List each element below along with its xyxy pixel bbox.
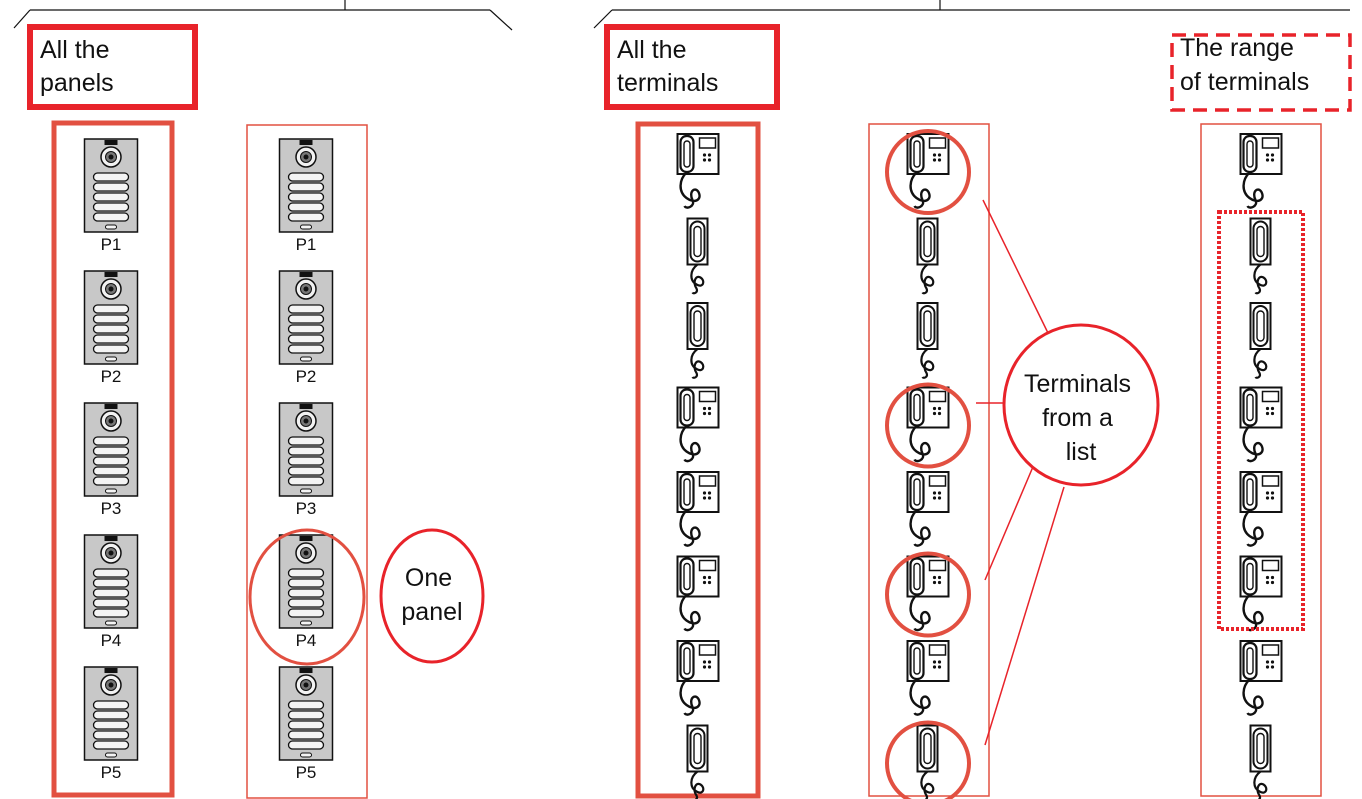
column-list-terminals-frame — [868, 123, 990, 797]
door-panel-icon — [83, 270, 139, 365]
video-monitor-icon — [906, 132, 950, 209]
video-monitor-icon — [676, 386, 720, 463]
panel-label: P5 — [296, 763, 317, 782]
door-panel-icon — [83, 534, 139, 629]
handset-icon — [916, 217, 939, 295]
panel-label: P3 — [296, 499, 317, 518]
list-callout-line2: from a — [1042, 404, 1113, 432]
column-all-panels-frame — [51, 120, 175, 798]
header-all-terminals-line2: terminals — [617, 69, 718, 97]
list-selection-circle — [885, 551, 971, 638]
video-monitor-icon — [906, 386, 950, 463]
one-panel-highlight — [248, 528, 366, 666]
column-all-terminals-frame — [635, 121, 761, 799]
handset-icon — [916, 724, 939, 799]
header-range-line1: The range — [1180, 34, 1294, 62]
video-monitor-icon — [1239, 132, 1283, 209]
video-monitor-icon — [676, 470, 720, 547]
handset-icon — [1249, 217, 1272, 295]
panel-label: P2 — [101, 367, 122, 386]
column-one-panel-frame — [246, 124, 368, 799]
svg-text:All the panels: All the panels — [40, 36, 116, 97]
terminals-range-column — [1239, 132, 1283, 799]
handset-icon — [1249, 301, 1272, 379]
list-callout-line1: Terminals — [1024, 370, 1131, 398]
video-monitor-icon — [676, 132, 720, 209]
video-monitor-icon — [676, 639, 720, 716]
header-all-panels: All the panels — [27, 24, 198, 110]
svg-text:All the terminals: All the terminals — [617, 36, 718, 97]
door-panel-icon — [83, 138, 139, 233]
column-range-terminals-frame — [1200, 123, 1322, 797]
handset-icon — [686, 724, 709, 799]
one-panel-callout: One panel — [379, 528, 485, 664]
one-panel-callout-line2: panel — [401, 598, 462, 626]
video-monitor-icon — [1239, 639, 1283, 716]
door-panel-icon — [83, 666, 139, 761]
door-panel-icon — [278, 270, 334, 365]
list-callout-line3: list — [1066, 438, 1097, 466]
header-all-panels-line2: panels — [40, 69, 114, 97]
header-all-terminals: All the terminals — [604, 24, 780, 110]
left-brace — [13, 0, 513, 31]
header-range-terminals: The range of terminals — [1170, 33, 1352, 112]
panel-label: P1 — [296, 235, 317, 254]
panel-label: P3 — [101, 499, 122, 518]
svg-text:The range of terminals: The range of terminals — [1180, 34, 1309, 96]
list-callout-connectors — [976, 199, 1065, 746]
panel-label: P2 — [296, 367, 317, 386]
video-monitor-icon — [1239, 555, 1283, 632]
terminals-all-column — [676, 132, 720, 799]
door-panel-icon — [83, 402, 139, 497]
header-all-panels-line1: All the — [40, 36, 109, 64]
list-callout: Terminals from a list — [1002, 323, 1160, 487]
svg-text:One panel: One panel — [401, 564, 462, 626]
video-monitor-icon — [676, 555, 720, 632]
door-panel-icon — [278, 138, 334, 233]
video-monitor-icon — [906, 555, 950, 632]
list-selection-circle — [885, 382, 971, 469]
door-panel-icon — [278, 534, 334, 629]
door-panel-icon — [278, 666, 334, 761]
handset-icon — [686, 301, 709, 379]
panel-label: P4 — [101, 631, 122, 650]
header-range-line2: of terminals — [1180, 68, 1309, 96]
list-selection-circles — [885, 129, 971, 799]
range-selection-box — [1217, 210, 1305, 631]
video-monitor-icon — [906, 470, 950, 547]
right-brace — [593, 0, 1350, 29]
header-all-terminals-line1: All the — [617, 36, 686, 64]
panel-label: P1 — [101, 235, 122, 254]
handset-icon — [916, 301, 939, 379]
handset-icon — [1249, 724, 1272, 799]
video-monitor-icon — [906, 639, 950, 716]
door-panel-icon — [278, 402, 334, 497]
list-selection-circle — [885, 720, 971, 799]
handset-icon — [686, 217, 709, 295]
video-monitor-icon — [1239, 386, 1283, 463]
list-selection-circle — [885, 129, 971, 215]
svg-text:Terminals from a l: Terminals from a list — [1024, 370, 1138, 466]
one-panel-callout-line1: One — [405, 564, 452, 592]
panel-label: P5 — [101, 763, 122, 782]
video-monitor-icon — [1239, 470, 1283, 547]
panel-label: P4 — [296, 631, 317, 650]
